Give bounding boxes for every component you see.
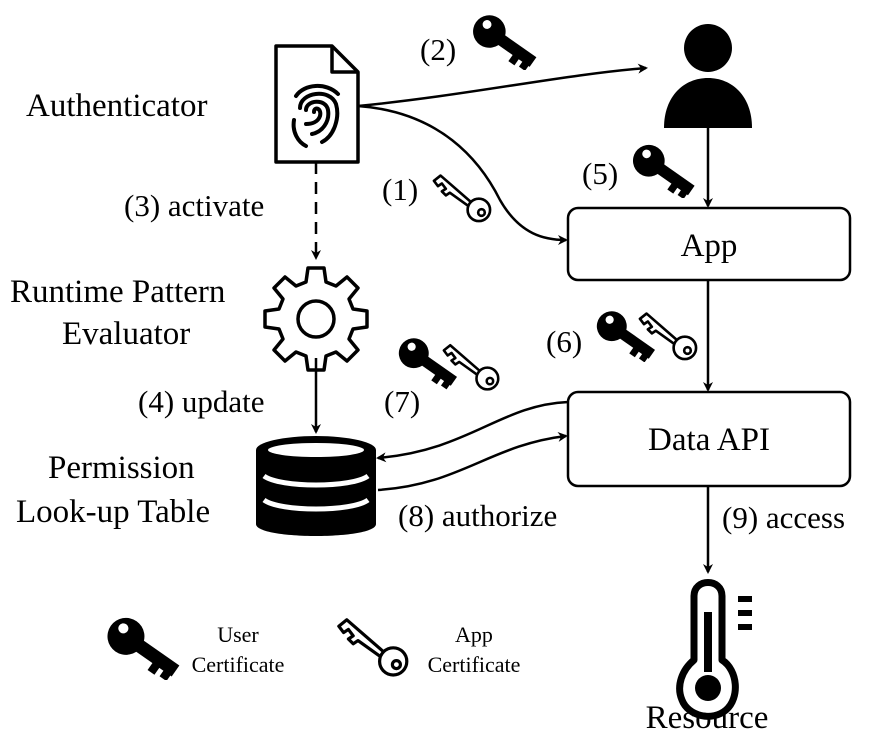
evaluator-node: Runtime Pattern Evaluator bbox=[10, 266, 369, 372]
table-label-line2: Look-up Table bbox=[16, 494, 210, 530]
step-7-label: (7) bbox=[384, 384, 420, 419]
legend-user-label-line1: User bbox=[217, 622, 259, 647]
database-icon bbox=[256, 436, 376, 536]
step-labels: (2) (1) (3) activate (4) update (5) (6) … bbox=[124, 10, 845, 535]
step-3-label: (3) activate bbox=[124, 188, 264, 223]
legend-app-certificate-icon bbox=[336, 617, 409, 677]
step-2-label: (2) bbox=[420, 32, 456, 67]
app-node: App bbox=[566, 206, 852, 282]
legend-app-label-line1: App bbox=[455, 622, 493, 647]
authenticator-label: Authenticator bbox=[26, 88, 207, 124]
thermometer-icon bbox=[676, 579, 752, 720]
connections bbox=[311, 63, 713, 574]
user-certificate-icon-step-2 bbox=[470, 10, 543, 70]
step-4-label: (4) update bbox=[138, 384, 265, 419]
arrow-authenticator-to-user bbox=[357, 63, 648, 108]
step-9-label: (9) access bbox=[722, 500, 845, 535]
user-node bbox=[664, 24, 752, 128]
data-api-label: Data API bbox=[648, 422, 770, 458]
data-api-box bbox=[566, 390, 852, 488]
user-certificate-icon-step-5 bbox=[630, 140, 701, 198]
step-6-label: (6) bbox=[546, 324, 582, 359]
user-certificate-icon-step-6 bbox=[594, 306, 661, 362]
legend: User Certificate App Certificate bbox=[104, 612, 521, 680]
app-box bbox=[566, 206, 852, 282]
arrow-table-to-data-api bbox=[377, 431, 568, 492]
app-certificate-icon-step-1 bbox=[432, 174, 492, 223]
arrow-authenticator-to-app bbox=[357, 104, 568, 245]
legend-user-certificate-icon bbox=[104, 612, 187, 680]
resource-label: Resource bbox=[646, 700, 769, 734]
app-label: App bbox=[681, 228, 738, 264]
user-icon bbox=[664, 24, 752, 128]
gear-icon bbox=[263, 266, 369, 372]
table-node: Permission Look-up Table bbox=[16, 436, 376, 536]
step-8-label: (8) authorize bbox=[398, 498, 557, 533]
step-5-label: (5) bbox=[582, 156, 618, 191]
legend-app-label-line2: Certificate bbox=[428, 652, 521, 677]
fingerprint-document-icon bbox=[274, 44, 360, 164]
step-1-label: (1) bbox=[382, 172, 418, 207]
authenticator-node: Authenticator bbox=[26, 44, 360, 164]
evaluator-label-line1: Runtime Pattern bbox=[10, 274, 225, 310]
evaluator-label-line2: Evaluator bbox=[62, 316, 190, 352]
resource-node: Resource bbox=[646, 579, 769, 734]
data-api-node: Data API bbox=[566, 390, 852, 488]
table-label-line1: Permission bbox=[48, 450, 195, 486]
legend-user-label-line2: Certificate bbox=[192, 652, 285, 677]
arrow-data-api-to-table bbox=[376, 400, 569, 463]
